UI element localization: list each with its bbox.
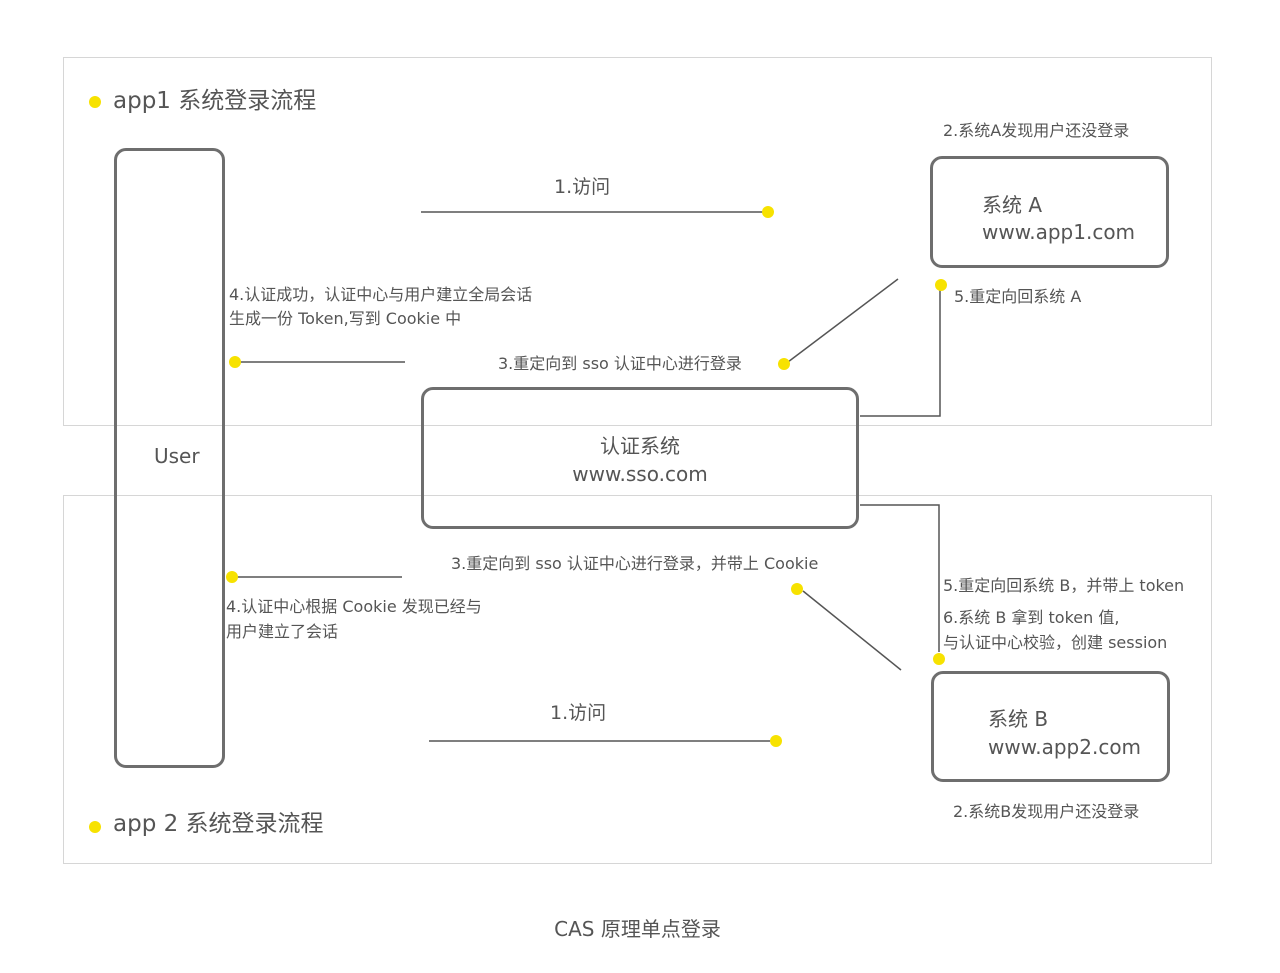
app2-step5-arrow [860, 504, 940, 652]
app2-step2-label: 2.系统B发现用户还没登录 [953, 802, 1140, 821]
user-box: User [114, 148, 225, 768]
app2-step4-dot [226, 571, 238, 583]
app1-region [63, 57, 1212, 426]
sso-name: 认证系统 [600, 434, 680, 458]
app1-step3-arrow [787, 278, 899, 363]
app1-step3-dot [778, 358, 790, 370]
app1-step5-dot [935, 279, 947, 291]
system-b-url: www.app2.com [988, 735, 1142, 759]
app1-title-bullet [89, 96, 101, 108]
system-a-box: 系统 A www.app1.com [930, 156, 1169, 268]
app1-step5-label: 5.重定向回系统 A [954, 287, 1082, 306]
system-b-box: 系统 B www.app2.com [931, 671, 1170, 782]
diagram-caption: CAS 原理单点登录 [554, 917, 721, 941]
app1-region-title: app1 系统登录流程 [113, 88, 317, 114]
app2-title-bullet [89, 821, 101, 833]
app1-step1-label: 1.访问 [554, 176, 611, 198]
user-label: User [154, 444, 200, 468]
app2-step3-label: 3.重定向到 sso 认证中心进行登录，并带上 Cookie [451, 554, 819, 573]
system-b-name: 系统 B [988, 707, 1049, 731]
app2-region [63, 495, 1212, 864]
app2-step1-label: 1.访问 [550, 702, 607, 724]
system-a-name: 系统 A [982, 193, 1043, 217]
app1-step4-label-line2: 生成一份 Token,写到 Cookie 中 [229, 309, 462, 328]
app2-step4-label-line1: 4.认证中心根据 Cookie 发现已经与 [226, 597, 482, 616]
system-a-url: www.app1.com [982, 220, 1136, 244]
app1-step4-dot [229, 356, 241, 368]
app2-step3-dot [791, 583, 803, 595]
app2-step6-label-line2: 与认证中心校验，创建 session [943, 633, 1168, 652]
sso-box: 认证系统 www.sso.com [421, 387, 859, 529]
app1-step2-label: 2.系统A发现用户还没登录 [943, 121, 1130, 140]
app2-step5-dot [933, 653, 945, 665]
app1-step3-label: 3.重定向到 sso 认证中心进行登录 [498, 354, 742, 373]
app2-step6-label-line1: 6.系统 B 拿到 token 值, [943, 608, 1120, 627]
app2-step1-dot [770, 735, 782, 747]
app2-step4-label-line2: 用户建立了会话 [226, 622, 339, 641]
app1-step1-dot [762, 206, 774, 218]
sso-url: www.sso.com [572, 462, 708, 486]
app2-region-title: app 2 系统登录流程 [113, 811, 324, 837]
app1-step4-label-line1: 4.认证成功，认证中心与用户建立全局会话 [229, 285, 533, 304]
app2-step3-arrow [802, 590, 902, 671]
app1-step5-arrow [860, 290, 941, 417]
app2-step5-label: 5.重定向回系统 B，并带上 token [943, 576, 1185, 595]
